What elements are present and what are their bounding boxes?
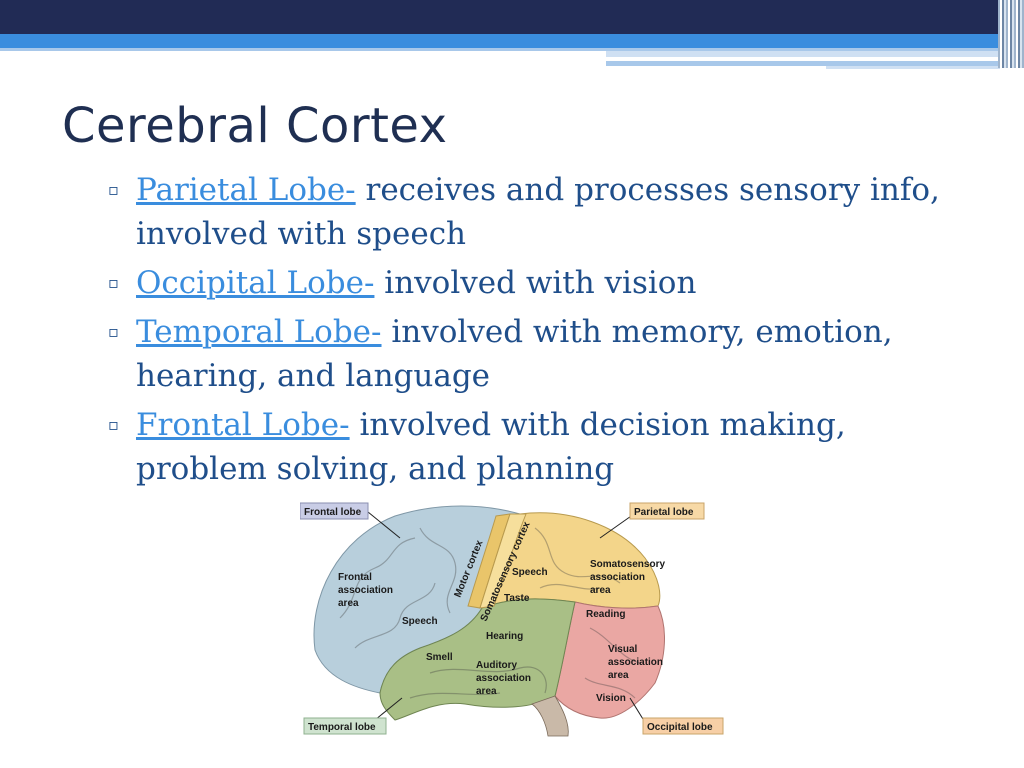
occipital-lobe-callout-box (642, 717, 724, 735)
visual-association-label: area (608, 670, 629, 681)
visual-association-label: Visual (608, 644, 637, 655)
bullet-item-temporal: ▫ Temporal Lobe- involved with memory, e… (108, 310, 978, 398)
occipital-lobe-callout: Occipital lobe (647, 722, 713, 733)
bullet-term-link[interactable]: Occipital Lobe- (136, 265, 375, 301)
speech-frontal-label: Speech (402, 616, 438, 627)
speech-parietal-label: Speech (512, 567, 548, 578)
bullet-text: involved with vision (374, 265, 697, 301)
gyri-texture (339, 527, 641, 699)
top-banner (0, 0, 1024, 34)
bullet-term-link[interactable]: Parietal Lobe- (136, 172, 356, 208)
somatosensory-association-label: Somatosensory (590, 559, 665, 570)
reading-label: Reading (586, 609, 625, 620)
somatosensory-association-label: association (590, 572, 645, 583)
decorative-stripes (998, 0, 1024, 68)
frontal-association-label: area (338, 598, 359, 609)
smell-label: Smell (426, 652, 453, 663)
taste-label: Taste (504, 593, 530, 604)
bullet-marker-icon: ▫ (108, 415, 119, 434)
frontal-lobe-callout-box (300, 502, 369, 520)
bullet-item-frontal: ▫ Frontal Lobe- involved with decision m… (108, 403, 978, 491)
temporal-lobe-callout-box (303, 717, 387, 735)
frontal-lobe-callout: Frontal lobe (304, 507, 362, 518)
auditory-association-label: Auditory (476, 660, 518, 671)
bullet-marker-icon: ▫ (108, 322, 119, 341)
bullet-term-link[interactable]: Temporal Lobe- (136, 314, 382, 350)
auditory-association-label: area (476, 686, 497, 697)
brain-diagram: Frontal lobe Parietal lobe Temporal lobe… (300, 498, 726, 742)
bullet-item-occipital: ▫ Occipital Lobe- involved with vision (108, 261, 978, 305)
auditory-association-label: association (476, 673, 531, 684)
frontal-association-label: Frontal (338, 572, 372, 583)
frontal-association-label: association (338, 585, 393, 596)
visual-association-label: association (608, 657, 663, 668)
parietal-lobe-callout: Parietal lobe (634, 507, 694, 518)
slide-title: Cerebral Cortex (62, 98, 448, 154)
somatosensory-cortex-strip (479, 513, 527, 609)
accent-bar (0, 34, 1000, 48)
bullet-text: involved with memory, emotion, hearing, … (136, 314, 893, 394)
bullet-term-link[interactable]: Frontal Lobe- (136, 407, 350, 443)
brain-illustration: Frontal lobe Parietal lobe Temporal lobe… (300, 502, 724, 737)
temporal-lobe-callout: Temporal lobe (308, 722, 376, 733)
callout-lines (367, 511, 647, 725)
bullet-marker-icon: ▫ (108, 273, 119, 292)
somatosensory-association-label: area (590, 585, 611, 596)
accent-line (826, 66, 1000, 69)
bullet-list: ▫ Parietal Lobe- receives and processes … (108, 168, 978, 496)
bullet-item-parietal: ▫ Parietal Lobe- receives and processes … (108, 168, 978, 256)
parietal-lobe-callout-box (629, 502, 705, 520)
hearing-label: Hearing (486, 631, 523, 642)
accent-line (606, 61, 1000, 66)
brainstem-region (531, 695, 569, 737)
bullet-marker-icon: ▫ (108, 180, 119, 199)
bullet-text: involved with decision making, problem s… (136, 407, 846, 487)
vision-label: Vision (596, 693, 626, 704)
accent-line (0, 48, 1000, 51)
bullet-text: receives and processes sensory info, inv… (136, 172, 940, 252)
accent-line (606, 51, 1000, 57)
